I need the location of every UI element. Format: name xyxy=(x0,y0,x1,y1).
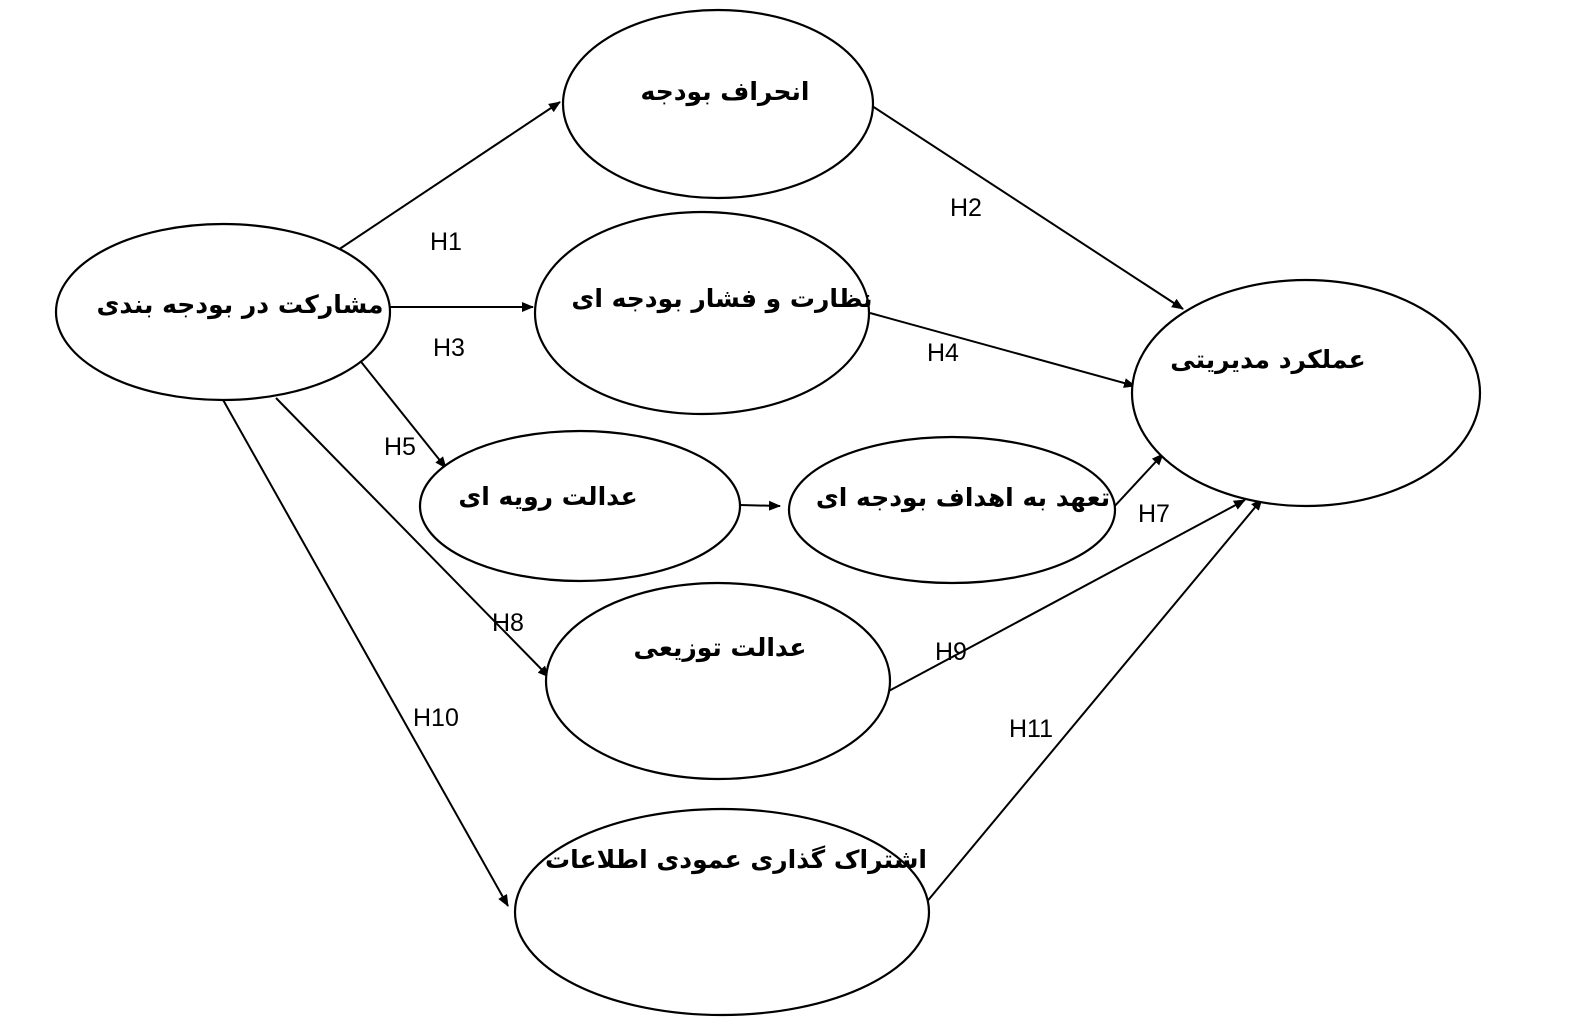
node-procedural-label: عدالت رویه ای xyxy=(458,482,637,512)
edge-h11 xyxy=(919,498,1263,911)
edge-h6 xyxy=(739,500,781,511)
edges xyxy=(221,101,1263,911)
node-info-sharing: اشتراک گذاری عمودی اطلاعات xyxy=(513,807,931,1017)
node-participation-shape xyxy=(54,222,392,402)
node-performance-shape xyxy=(1130,278,1482,508)
node-info-sharing-label: اشتراک گذاری عمودی اطلاعات xyxy=(545,845,927,875)
edge-h1 xyxy=(337,101,561,251)
node-participation: مشارکت در بودجه بندی xyxy=(54,222,392,402)
edge-label-h11: H11 xyxy=(1009,715,1053,743)
edge-h8 xyxy=(275,397,550,678)
node-pressure-label: نظارت و فشار بودجه ای xyxy=(571,284,872,314)
edge-label-h3: H3 xyxy=(433,334,465,362)
node-pressure: نظارت و فشار بودجه ای xyxy=(533,210,873,416)
node-info-sharing-shape xyxy=(513,807,931,1017)
node-commitment-label: تعهد به اهداف بودجه ای xyxy=(816,483,1110,513)
node-procedural: عدالت رویه ای xyxy=(418,429,742,583)
edge-h9 xyxy=(886,499,1246,693)
node-deviation: انحراف بودجه xyxy=(561,8,875,200)
node-participation-label: مشارکت در بودجه بندی xyxy=(96,290,383,320)
edge-h10 xyxy=(221,397,509,907)
edge-h4 xyxy=(869,312,1136,388)
edge-label-h1: H1 xyxy=(430,228,462,256)
node-deviation-label: انحراف بودجه xyxy=(641,77,810,107)
node-performance: عملکرد مدیریتی xyxy=(1130,278,1482,508)
node-procedural-shape xyxy=(418,429,742,583)
edge-h7 xyxy=(1111,453,1164,510)
node-distributive-label: عدالت توزیعی xyxy=(634,633,807,663)
node-distributive: عدالت توزیعی xyxy=(544,581,892,781)
edge-h2 xyxy=(865,101,1184,310)
node-deviation-shape xyxy=(561,8,875,200)
edge-label-h9: H9 xyxy=(935,638,967,666)
node-commitment: تعهد به اهداف بودجه ای xyxy=(787,435,1117,585)
edge-labels: H1 H2 H3 H4 H5 H7 H8 H9 H10 H11 xyxy=(384,194,1170,743)
edge-label-h7: H7 xyxy=(1138,500,1170,528)
node-distributive-shape xyxy=(544,581,892,781)
node-performance-label: عملکرد مدیریتی xyxy=(1170,345,1365,375)
edge-label-h4: H4 xyxy=(927,339,959,367)
node-pressure-shape xyxy=(533,210,871,416)
edge-h5 xyxy=(357,357,447,469)
edge-label-h8: H8 xyxy=(492,609,524,637)
edge-label-h5: H5 xyxy=(384,433,416,461)
node-commitment-shape xyxy=(787,435,1117,585)
edge-label-h2: H2 xyxy=(950,194,982,222)
edge-label-h10: H10 xyxy=(413,704,459,732)
